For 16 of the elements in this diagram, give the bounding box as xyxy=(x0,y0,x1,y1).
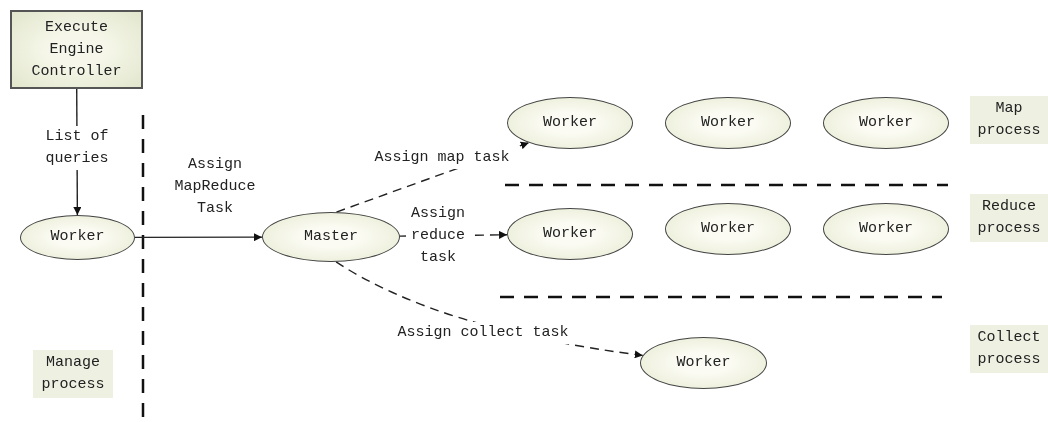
process-label: Map process xyxy=(970,96,1048,144)
process-ellipse: Worker xyxy=(640,337,767,389)
process-ellipse: Worker xyxy=(507,208,633,260)
process-ellipse: Master xyxy=(262,212,400,262)
edge-label: Assign MapReduce Task xyxy=(173,155,257,219)
process-label: Manage process xyxy=(33,350,113,398)
process-ellipse: Worker xyxy=(823,97,949,149)
process-box: Execute Engine Controller xyxy=(10,10,143,89)
arrow xyxy=(134,233,263,242)
process-ellipse: Worker xyxy=(507,97,633,149)
process-ellipse: Worker xyxy=(20,215,135,260)
process-ellipse: Worker xyxy=(665,97,791,149)
process-ellipse: Worker xyxy=(665,203,791,255)
process-label: Reduce process xyxy=(970,194,1048,242)
process-ellipse: Worker xyxy=(823,203,949,255)
process-label: Collect process xyxy=(970,325,1048,373)
